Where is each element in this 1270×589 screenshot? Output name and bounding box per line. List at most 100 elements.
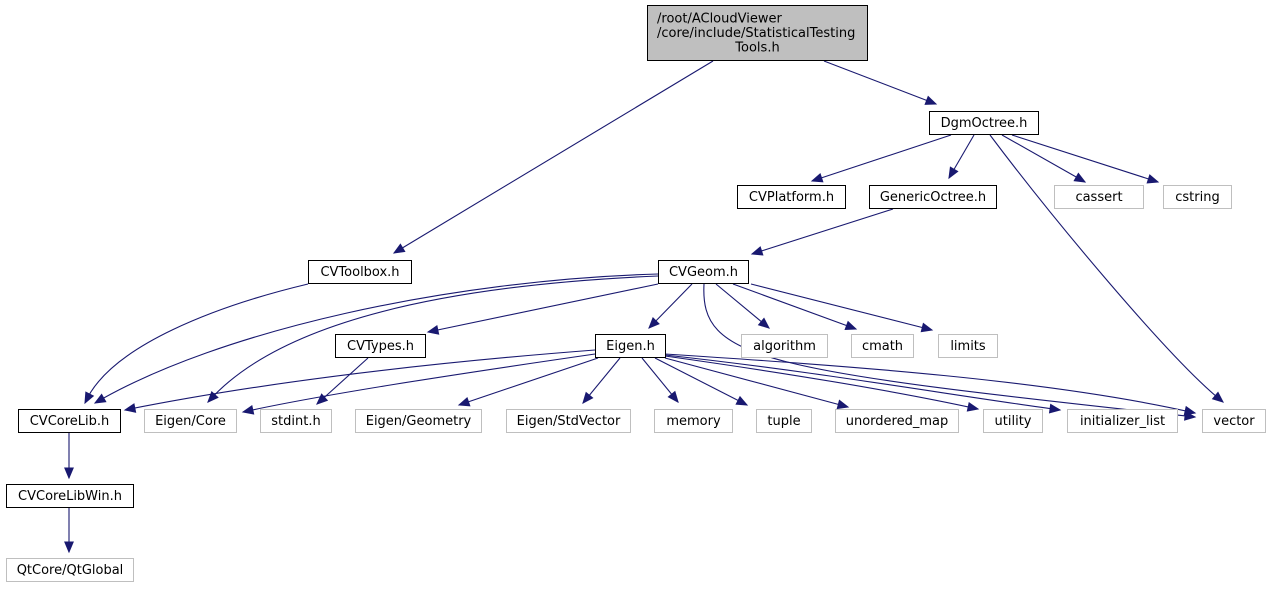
- edge-CVCoreLib-to-CVCoreLibWin: [64, 433, 74, 480]
- edge-line: [732, 283, 857, 330]
- arrowhead-icon: [757, 317, 770, 329]
- arrowhead-icon: [920, 322, 934, 333]
- node-label: tuple: [767, 414, 800, 429]
- edge-line: [664, 357, 849, 408]
- node-cvtypes[interactable]: CVTypes.h: [335, 334, 426, 358]
- edges-layer: [64, 60, 1224, 554]
- arrowhead-icon: [924, 95, 938, 105]
- node-cmath: cmath: [851, 334, 914, 358]
- node-label: unordered_map: [846, 414, 949, 429]
- arrowhead-icon: [316, 393, 329, 405]
- node-box: [595, 334, 666, 358]
- node-cvcorelibwin[interactable]: CVCoreLibWin.h: [6, 484, 134, 508]
- node-eigenstdvector: Eigen/StdVector: [506, 409, 631, 433]
- node-box: [1054, 185, 1144, 209]
- node-cvtoolbox[interactable]: CVToolbox.h: [308, 260, 412, 284]
- node-label: Eigen/Geometry: [366, 414, 472, 429]
- edge-line: [1001, 134, 1086, 183]
- node-memory: memory: [654, 409, 733, 433]
- edge-Eigen-to-unordered_map: [664, 357, 850, 410]
- node-label: Eigen/Core: [155, 414, 226, 429]
- edge-line: [664, 354, 1061, 411]
- arrowhead-icon: [648, 317, 660, 329]
- node-box: [308, 260, 412, 284]
- node-box: [869, 185, 997, 209]
- arrowhead-icon: [582, 391, 594, 404]
- edge-Eigen-to-vector: [664, 353, 1197, 416]
- node-label: utility: [995, 414, 1032, 429]
- node-box: [851, 334, 914, 358]
- edge-DgmOctree-to-cstring: [1011, 134, 1160, 184]
- node-unordered-map: unordered_map: [835, 409, 959, 433]
- edge-DgmOctree-to-vector: [989, 134, 1224, 403]
- edge-CVGeom-to-limits: [750, 283, 934, 333]
- arrowhead-icon: [966, 401, 980, 412]
- edge-Eigen-to-utility: [664, 355, 980, 412]
- arrowhead-icon: [93, 393, 107, 404]
- edge-CVGeom-to-EigenCore: [207, 275, 659, 403]
- node-box: [144, 409, 237, 433]
- arrowhead-icon: [667, 390, 679, 403]
- node-vector: vector: [1202, 409, 1266, 433]
- arrowhead-icon: [84, 391, 95, 405]
- arrowhead-icon: [1073, 172, 1087, 183]
- edge-DgmOctree-to-cassert: [1001, 134, 1087, 183]
- node-box: [654, 409, 733, 433]
- node-label: cmath: [862, 339, 903, 354]
- edge-CVGeom-to-cmath: [732, 283, 858, 331]
- edge-CVToolbox-to-CVCoreLib: [84, 283, 309, 405]
- edge-CVGeom-to-CVTypes: [426, 283, 659, 335]
- node-box: [335, 334, 426, 358]
- node-limits: limits: [938, 334, 998, 358]
- node-cvgeom[interactable]: CVGeom.h: [658, 260, 749, 284]
- edge-CVGeom-to-CVCoreLib: [93, 273, 659, 404]
- edge-GenericOctree-to-CVGeom: [750, 208, 894, 256]
- arrowhead-icon: [64, 541, 74, 554]
- edge-line: [664, 353, 1196, 414]
- edge-line: [1011, 134, 1159, 183]
- node-label: /core/include/StatisticalTesting: [657, 26, 855, 41]
- node-cvcorelib[interactable]: CVCoreLib.h: [18, 409, 121, 433]
- edge-line: [458, 357, 599, 406]
- edge-CVCoreLibWin-to-QtGlobal: [64, 508, 74, 554]
- node-box: [929, 111, 1039, 135]
- node-label: GenericOctree.h: [880, 190, 986, 205]
- node-label: cassert: [1075, 190, 1122, 205]
- node-label: /root/ACloudViewer: [657, 12, 782, 27]
- arrowhead-icon: [836, 399, 850, 410]
- node-box: [506, 409, 631, 433]
- node-label: memory: [666, 414, 721, 429]
- node-box: [1067, 409, 1178, 433]
- node-box: [260, 409, 332, 433]
- arrowhead-icon: [948, 166, 959, 180]
- node-cvplatform[interactable]: CVPlatform.h: [737, 185, 846, 209]
- node-label: CVTypes.h: [347, 339, 414, 354]
- edge-Eigen-to-EigenGeometry: [457, 357, 599, 407]
- node-box: [737, 185, 846, 209]
- arrowhead-icon: [810, 172, 824, 183]
- edge-line: [242, 353, 596, 413]
- edge-Eigen-to-memory: [641, 357, 679, 403]
- node-eigencore: Eigen/Core: [144, 409, 237, 433]
- node-dgmoctree[interactable]: DgmOctree.h: [929, 111, 1039, 135]
- nodes-layer: /root/ACloudViewer/core/include/Statisti…: [6, 5, 1266, 582]
- edge-Eigen-to-initializer_list: [664, 354, 1062, 414]
- node-label: CVCoreLibWin.h: [18, 489, 122, 504]
- edge-CVGeom-to-algorithm: [715, 283, 770, 329]
- arrowhead-icon: [1146, 174, 1160, 184]
- node-eigen[interactable]: Eigen.h: [595, 334, 666, 358]
- arrowhead-icon: [1183, 405, 1197, 416]
- node-label: algorithm: [753, 339, 816, 354]
- node-utility: utility: [983, 409, 1043, 433]
- node-eigengeometry: Eigen/Geometry: [355, 409, 482, 433]
- arrowhead-icon: [844, 320, 858, 331]
- edge-Eigen-to-tuple: [654, 357, 749, 406]
- node-genericoctree[interactable]: GenericOctree.h: [869, 185, 997, 209]
- node-stdint: stdint.h: [260, 409, 332, 433]
- node-label: CVPlatform.h: [749, 190, 834, 205]
- node-box: [18, 409, 121, 433]
- arrowhead-icon: [1211, 391, 1224, 403]
- edge-line: [664, 355, 979, 410]
- edge-root-to-CVToolbox: [392, 60, 714, 254]
- arrowhead-icon: [750, 246, 764, 256]
